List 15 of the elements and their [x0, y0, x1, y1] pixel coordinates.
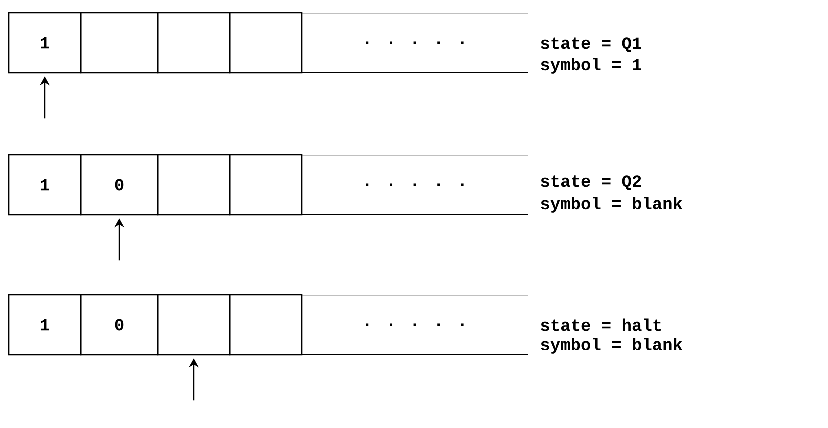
tape-cell: 0: [80, 154, 159, 216]
tape-end: . . . . .: [302, 295, 528, 355]
tape-end: . . . . .: [302, 155, 528, 215]
tape-cell: [229, 12, 303, 74]
tape-cell: [157, 12, 231, 74]
tape-cell: [157, 294, 231, 356]
tape-cell: 1: [8, 154, 82, 216]
tape-cell: [229, 154, 303, 216]
tape-cell: [157, 154, 231, 216]
tape-cell: 0: [80, 294, 159, 356]
tape-cell: 1: [8, 12, 82, 74]
tape-cell: [80, 12, 159, 74]
tape-cell: [229, 294, 303, 356]
tape-end: . . . . .: [302, 13, 528, 73]
tape-cell: 1: [8, 294, 82, 356]
